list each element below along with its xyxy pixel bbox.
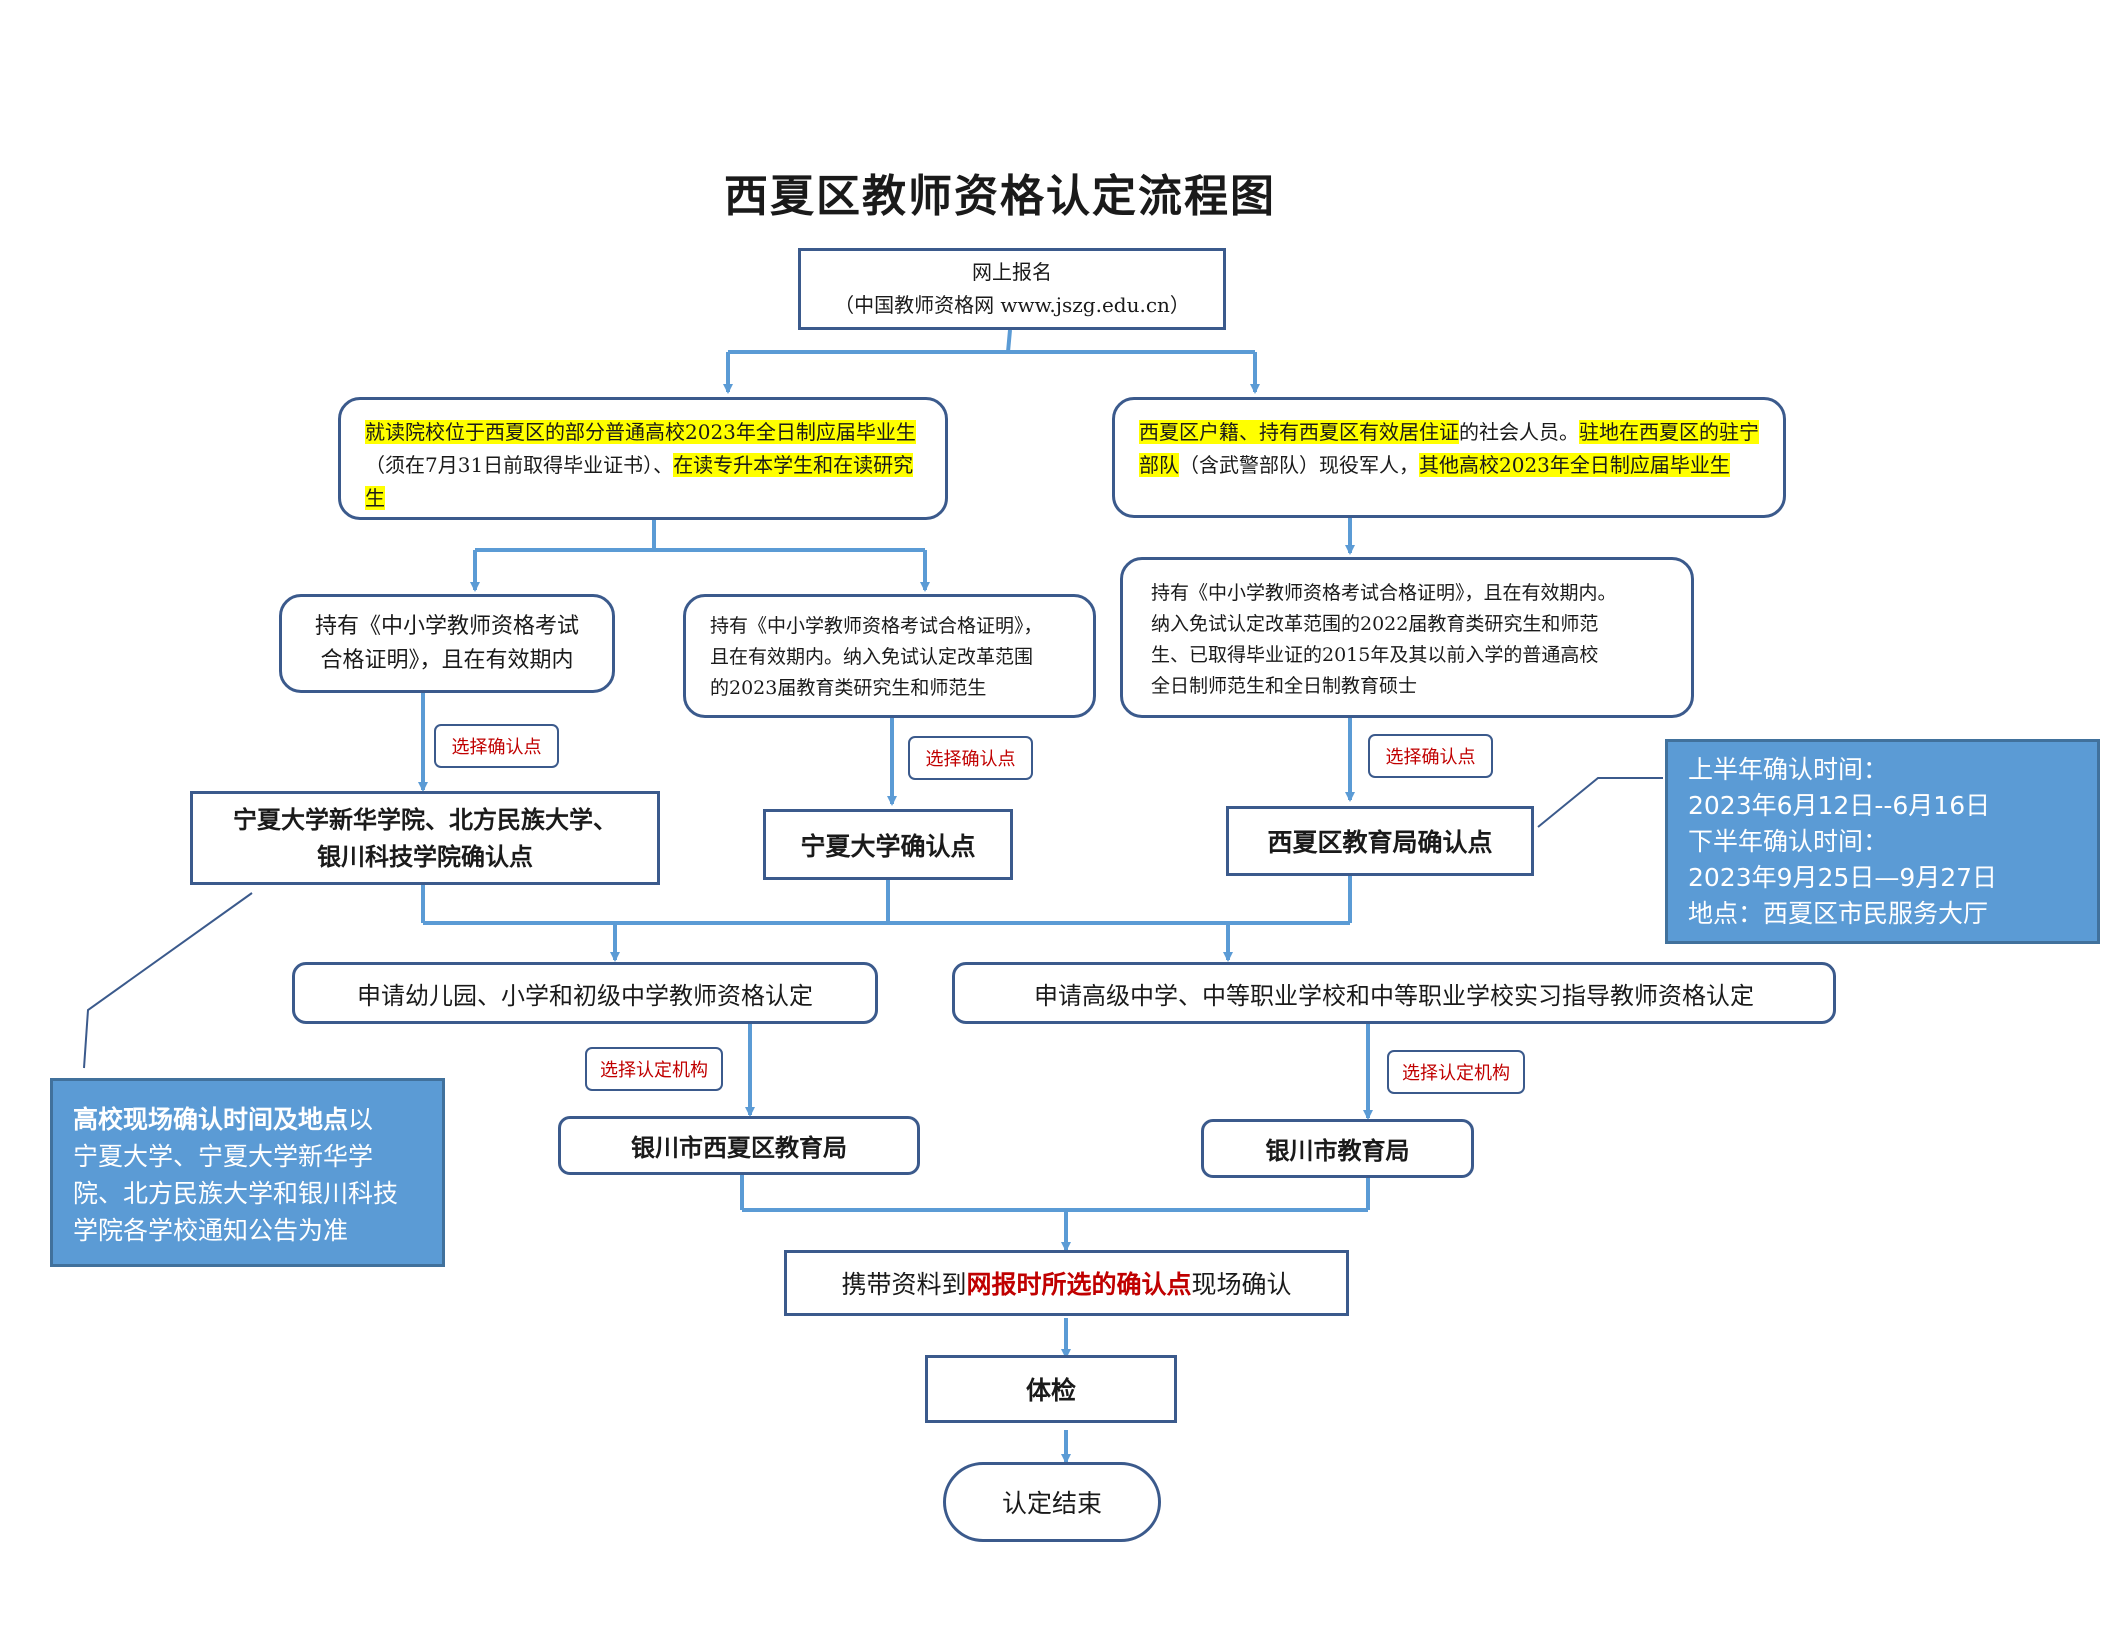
left-applicant-group: 就读院校位于西夏区的部分普通高校2023年全日制应届毕业生 （须在7月31日前取得… — [338, 397, 948, 520]
choose-point-tag-a: 选择确认点 — [434, 724, 559, 768]
first-half-dates: 2023年6月12日--6月16日 — [1688, 791, 1991, 820]
confirm-text-emphasis: 网报时所选的确认点 — [966, 1270, 1192, 1299]
page-title: 西夏区教师资格认定流程图 — [724, 171, 1276, 222]
campus-note-line4: 学院各学校通知公告为准 — [73, 1216, 349, 1245]
point-a-line2: 银川科技学院确认点 — [317, 842, 533, 871]
left-group-text-1: 就读院校位于西夏区的部分普通高校2023年全日制应届毕业生 — [365, 420, 916, 444]
cert-b-line2: 且在有效期内。纳入免试认定改革范围 — [710, 646, 1034, 668]
apply-senior-vocational: 申请高级中学、中等职业学校和中等职业学校实习指导教师资格认定 — [952, 962, 1836, 1024]
cert-c-line3: 生、已取得毕业证的2015年及其以前入学的普通高校 — [1151, 644, 1599, 666]
right-applicant-group: 西夏区户籍、持有西夏区有效居住证的社会人员。驻地在西夏区的驻宁部队（含武警部队）… — [1112, 397, 1786, 518]
apply-kindergarten-primary-junior: 申请幼儿园、小学和初级中学教师资格认定 — [292, 962, 878, 1024]
cert-c-line1: 持有《中小学教师资格考试合格证明》，且在有效期内。 — [1151, 582, 1617, 604]
confirm-point-b: 宁夏大学确认点 — [763, 809, 1013, 880]
right-group-text-4: （含武警部队）现役军人， — [1179, 453, 1419, 477]
choose-agency-tag-a: 选择认定机构 — [585, 1047, 723, 1091]
register-site: （中国教师资格网 www.jszg.edu.cn） — [834, 293, 1190, 317]
confirm-time-note: 上半年确认时间： 2023年6月12日--6月16日 下半年确认时间： 2023… — [1665, 739, 2100, 944]
second-half-label: 下半年确认时间： — [1688, 827, 1889, 856]
certificate-box-c: 持有《中小学教师资格考试合格证明》，且在有效期内。 纳入免试认定改革范围的202… — [1120, 557, 1694, 718]
cert-b-line3: 的2023届教育类研究生和师范生 — [710, 677, 987, 699]
online-register-box: 网上报名 （中国教师资格网 www.jszg.edu.cn） — [798, 248, 1226, 330]
onsite-confirm-box: 携带资料到网报时所选的确认点现场确认 — [784, 1250, 1349, 1316]
left-group-text-2: （须在7月31日前取得毕业证书）、 — [365, 453, 674, 477]
certificate-box-a: 持有《中小学教师资格考试 合格证明》，且在有效期内 — [279, 594, 615, 693]
right-group-text-2: 的社会人员。 — [1459, 420, 1579, 444]
cert-c-line2: 纳入免试认定改革范围的2022届教育类研究生和师范 — [1151, 613, 1599, 635]
confirm-point-a: 宁夏大学新华学院、北方民族大学、 银川科技学院确认点 — [190, 791, 660, 885]
campus-note-line2: 宁夏大学、宁夏大学新华学 — [73, 1142, 374, 1171]
choose-point-tag-b: 选择确认点 — [908, 736, 1033, 780]
cert-a-line2: 合格证明》，且在有效期内 — [320, 647, 574, 673]
campus-confirm-note: 高校现场确认时间及地点以 宁夏大学、宁夏大学新华学 院、北方民族大学和银川科技 … — [50, 1078, 445, 1267]
campus-note-line3: 院、北方民族大学和银川科技 — [73, 1179, 399, 1208]
campus-note-heading: 高校现场确认时间及地点 — [73, 1105, 349, 1134]
agency-yinchuan-education-bureau: 银川市教育局 — [1201, 1119, 1474, 1178]
cert-a-line1: 持有《中小学教师资格考试 — [314, 613, 579, 639]
note-location: 地点：西夏区市民服务大厅 — [1688, 899, 1989, 928]
first-half-label: 上半年确认时间： — [1688, 755, 1889, 784]
certificate-box-b: 持有《中小学教师资格考试合格证明》， 且在有效期内。纳入免试认定改革范围 的20… — [683, 594, 1096, 718]
cert-b-line1: 持有《中小学教师资格考试合格证明》， — [710, 615, 1043, 637]
second-half-dates: 2023年9月25日—9月27日 — [1688, 863, 1998, 892]
agency-xixia-education-bureau: 银川市西夏区教育局 — [558, 1116, 920, 1175]
confirm-text-3: 现场确认 — [1191, 1270, 1292, 1299]
cert-c-line4: 全日制师范生和全日制教育硕士 — [1151, 675, 1418, 697]
confirm-text-1: 携带资料到 — [841, 1270, 967, 1299]
callout-left-line — [83, 892, 253, 1069]
physical-exam-box: 体检 — [925, 1355, 1177, 1423]
register-label: 网上报名 — [972, 260, 1052, 284]
callout-right-line — [1537, 777, 1663, 828]
campus-note-line1: 以 — [348, 1105, 374, 1134]
choose-agency-tag-b: 选择认定机构 — [1387, 1050, 1525, 1094]
choose-point-tag-c: 选择确认点 — [1368, 734, 1493, 778]
confirm-point-c: 西夏区教育局确认点 — [1226, 806, 1534, 876]
point-a-line1: 宁夏大学新华学院、北方民族大学、 — [233, 805, 617, 834]
right-group-text-5: 其他高校2023年全日制应届毕业生 — [1419, 453, 1730, 477]
right-group-text-1: 西夏区户籍、持有西夏区有效居住证 — [1139, 420, 1459, 444]
certification-end: 认定结束 — [943, 1462, 1161, 1542]
